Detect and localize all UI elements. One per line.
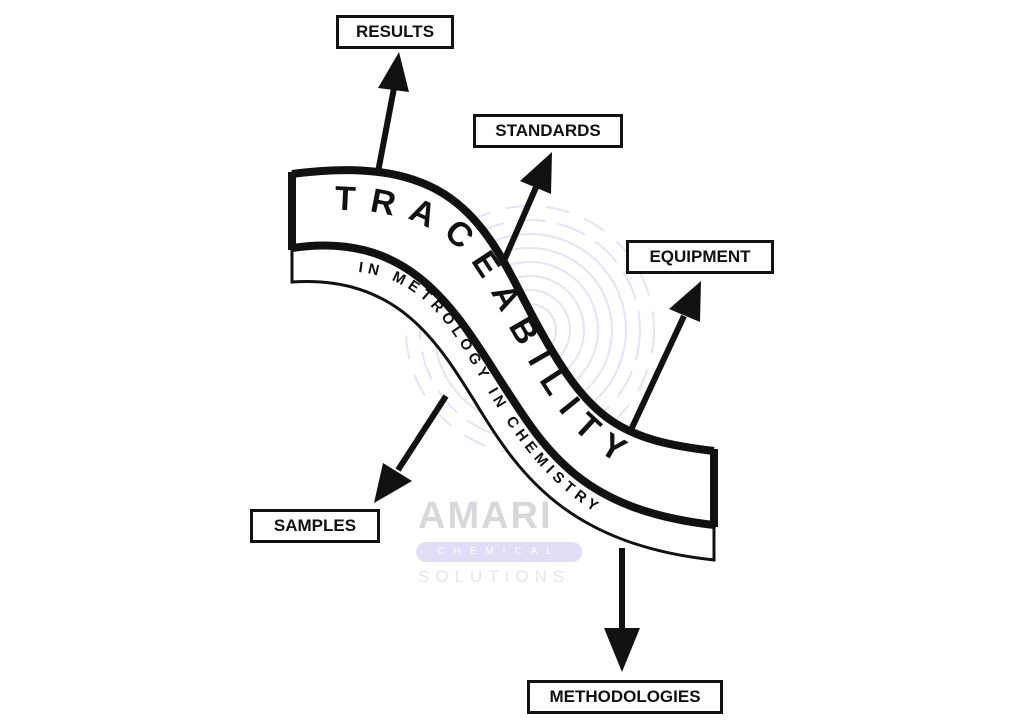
node-results: RESULTS bbox=[336, 15, 454, 49]
watermark-tagline: CHEMICAL bbox=[416, 542, 582, 562]
arrow-standards bbox=[497, 152, 552, 272]
watermark-subtitle: SOLUTIONS bbox=[418, 567, 571, 586]
arrow-methodologies bbox=[604, 548, 640, 672]
arrow-samples bbox=[374, 394, 449, 503]
watermark-brand: AMARI bbox=[418, 495, 553, 537]
node-equipment: EQUIPMENT bbox=[626, 240, 774, 274]
traceability-ribbon bbox=[288, 170, 718, 562]
arrow-results bbox=[375, 52, 409, 173]
node-samples: SAMPLES bbox=[250, 509, 380, 543]
node-standards: STANDARDS bbox=[473, 114, 623, 148]
arrow-equipment bbox=[627, 281, 701, 434]
node-methodologies: METHODOLOGIES bbox=[527, 680, 723, 714]
